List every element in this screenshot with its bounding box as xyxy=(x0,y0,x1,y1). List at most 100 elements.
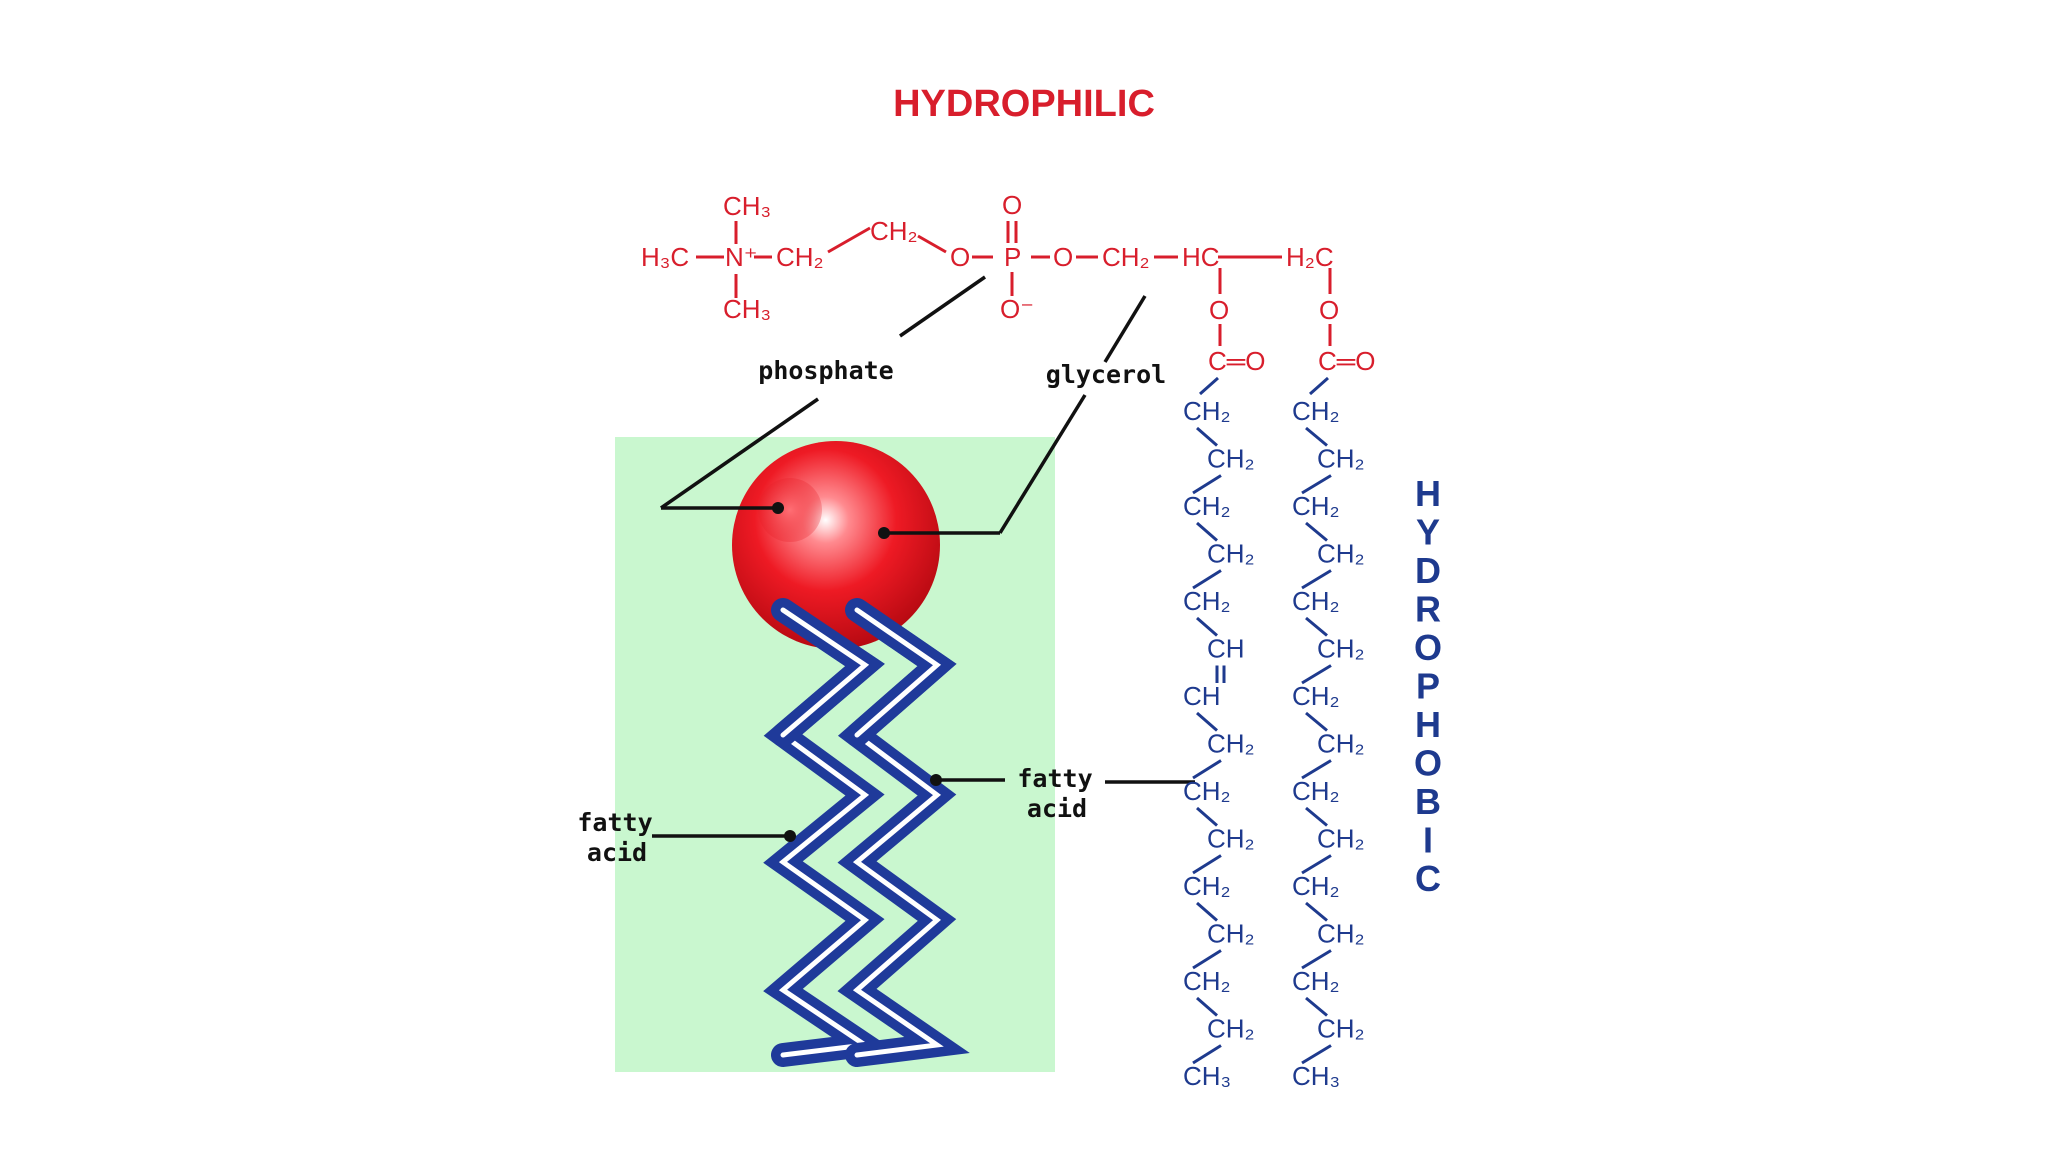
o-minus: O⁻ xyxy=(1000,294,1034,324)
ester-o-1: O xyxy=(1209,295,1229,325)
chain-group: CH₂ xyxy=(1183,396,1231,426)
phosphate-subsphere xyxy=(758,478,822,542)
c-eq-o-1: C═O xyxy=(1208,346,1265,376)
chain-bond xyxy=(1192,569,1222,590)
o-link: O xyxy=(950,242,970,272)
chain-bond xyxy=(1301,1044,1332,1065)
hydrophilic-title: HYDROPHILIC xyxy=(893,83,1155,125)
chain-group: CH₃ xyxy=(1183,1061,1231,1091)
hc: HC xyxy=(1182,242,1220,272)
ch3-top: CH₃ xyxy=(723,191,771,221)
chain-bond xyxy=(1305,806,1328,827)
c-eq-o-2: C═O xyxy=(1318,346,1375,376)
o-link2: O xyxy=(1053,242,1073,272)
chain-group: CH xyxy=(1207,634,1245,664)
chain-bond xyxy=(1301,949,1332,970)
chain-bond xyxy=(1196,996,1218,1017)
chain-bond xyxy=(1196,711,1218,732)
fatty-acid-right-label-2: acid xyxy=(1027,794,1087,823)
chain-group: CH₂ xyxy=(1292,966,1340,996)
chain-group: CH₂ xyxy=(1207,824,1255,854)
chain-group: CH₂ xyxy=(1292,681,1340,711)
chain-bond xyxy=(1192,1044,1222,1065)
chain-group: CH₂ xyxy=(1317,729,1365,759)
phosphate-dot xyxy=(772,502,784,514)
glycerol-dot xyxy=(878,527,890,539)
chain-bond xyxy=(1196,806,1218,827)
chain-bond xyxy=(1305,426,1328,447)
ester-o-2: O xyxy=(1319,295,1339,325)
chain-bond xyxy=(1199,376,1219,396)
chain-bond xyxy=(1196,901,1218,922)
chain-bond xyxy=(1196,426,1218,447)
h3c: H₃C xyxy=(641,242,689,272)
hydrophobic-letter: R xyxy=(1415,589,1441,630)
phosphate-label: phosphate xyxy=(758,356,893,385)
glycerol-label: glycerol xyxy=(1046,360,1166,389)
chain-group: CH₂ xyxy=(1207,539,1255,569)
chain-group: CH₂ xyxy=(1183,776,1231,806)
head-group-formula: CH₃ H₃C N⁺ CH₃ CH₂ CH₂ O O P O⁻ O CH₂ HC… xyxy=(641,190,1375,376)
chain-bond xyxy=(1192,949,1222,970)
hydrophobic-letter: Y xyxy=(1416,512,1440,553)
hydrocarbon-chain-right: CH₂CH₂CH₂CH₂CH₂CH₂CH₂CH₂CH₂CH₂CH₂CH₂CH₂C… xyxy=(1292,396,1365,1091)
chain-bond xyxy=(1301,854,1332,875)
o-double: O xyxy=(1002,190,1022,220)
head-sphere xyxy=(732,441,940,649)
chain-group: CH₂ xyxy=(1207,444,1255,474)
ch3-bottom: CH₃ xyxy=(723,294,771,324)
phosphorus: P xyxy=(1004,242,1021,272)
tail-left-top-inner xyxy=(780,607,870,738)
chain-group: CH₂ xyxy=(1317,444,1365,474)
chain-group: CH₂ xyxy=(1183,871,1231,901)
chain-group: CH₂ xyxy=(1292,396,1340,426)
chain-bond xyxy=(1301,569,1332,590)
chain-bond xyxy=(1301,759,1332,780)
chain-group: CH₂ xyxy=(1292,491,1340,521)
hydrophobic-letter: B xyxy=(1415,781,1441,822)
chain-group: CH₂ xyxy=(1207,729,1255,759)
hydrocarbon-chain-left: CH₂CH₂CH₂CH₂CH₂CHCHCH₂CH₂CH₂CH₂CH₂CH₂CH₂… xyxy=(1183,376,1329,1091)
chain-group: CH₂ xyxy=(1317,539,1365,569)
chain-group: CH₃ xyxy=(1292,1061,1340,1091)
chain-bond xyxy=(1192,474,1222,495)
chain-bond xyxy=(1305,521,1328,542)
chain-bond xyxy=(1305,711,1328,732)
hydrophobic-letter: C xyxy=(1415,858,1441,899)
chain-bond xyxy=(1305,996,1328,1017)
tail-right-top-inner xyxy=(854,607,942,738)
chain-group: CH₂ xyxy=(1317,919,1365,949)
chain-group: CH₂ xyxy=(1207,919,1255,949)
fatty-acid-right-label-1: fatty xyxy=(1017,764,1092,793)
chain-group: CH₂ xyxy=(1183,966,1231,996)
hydrophobic-letter: I xyxy=(1423,820,1433,861)
ch2-a: CH₂ xyxy=(776,242,824,272)
chain-bond xyxy=(1192,854,1222,875)
hydrophobic-letter: P xyxy=(1416,666,1440,707)
fatty-acid-left-label-2: acid xyxy=(587,838,647,867)
hydrophobic-letter: O xyxy=(1414,743,1442,784)
chain-bond xyxy=(1196,616,1218,637)
fatty-acid-right-dot xyxy=(930,774,942,786)
chain-bond xyxy=(1196,521,1218,542)
chain-bond xyxy=(1192,759,1222,780)
chain-group: CH₂ xyxy=(1292,586,1340,616)
fatty-acid-left-label-1: fatty xyxy=(577,808,652,837)
chain-bond xyxy=(1301,664,1332,685)
chain-group: CH₂ xyxy=(1183,586,1231,616)
fatty-acid-left-dot xyxy=(784,830,796,842)
chain-group: CH₂ xyxy=(1292,871,1340,901)
chain-group: CH₂ xyxy=(1317,634,1365,664)
hydrophobic-letter: H xyxy=(1415,704,1441,745)
chain-bond xyxy=(1305,901,1328,922)
ch2-b: CH₂ xyxy=(870,216,918,246)
chain-group: CH₂ xyxy=(1183,491,1231,521)
leader-lines xyxy=(652,275,1195,838)
ch2-glycerol: CH₂ xyxy=(1102,242,1150,272)
chain-group: CH₂ xyxy=(1317,1014,1365,1044)
chain-bond xyxy=(1301,474,1332,495)
hydrophobic-letter: H xyxy=(1415,473,1441,514)
hydrophobic-letter: D xyxy=(1415,550,1441,591)
